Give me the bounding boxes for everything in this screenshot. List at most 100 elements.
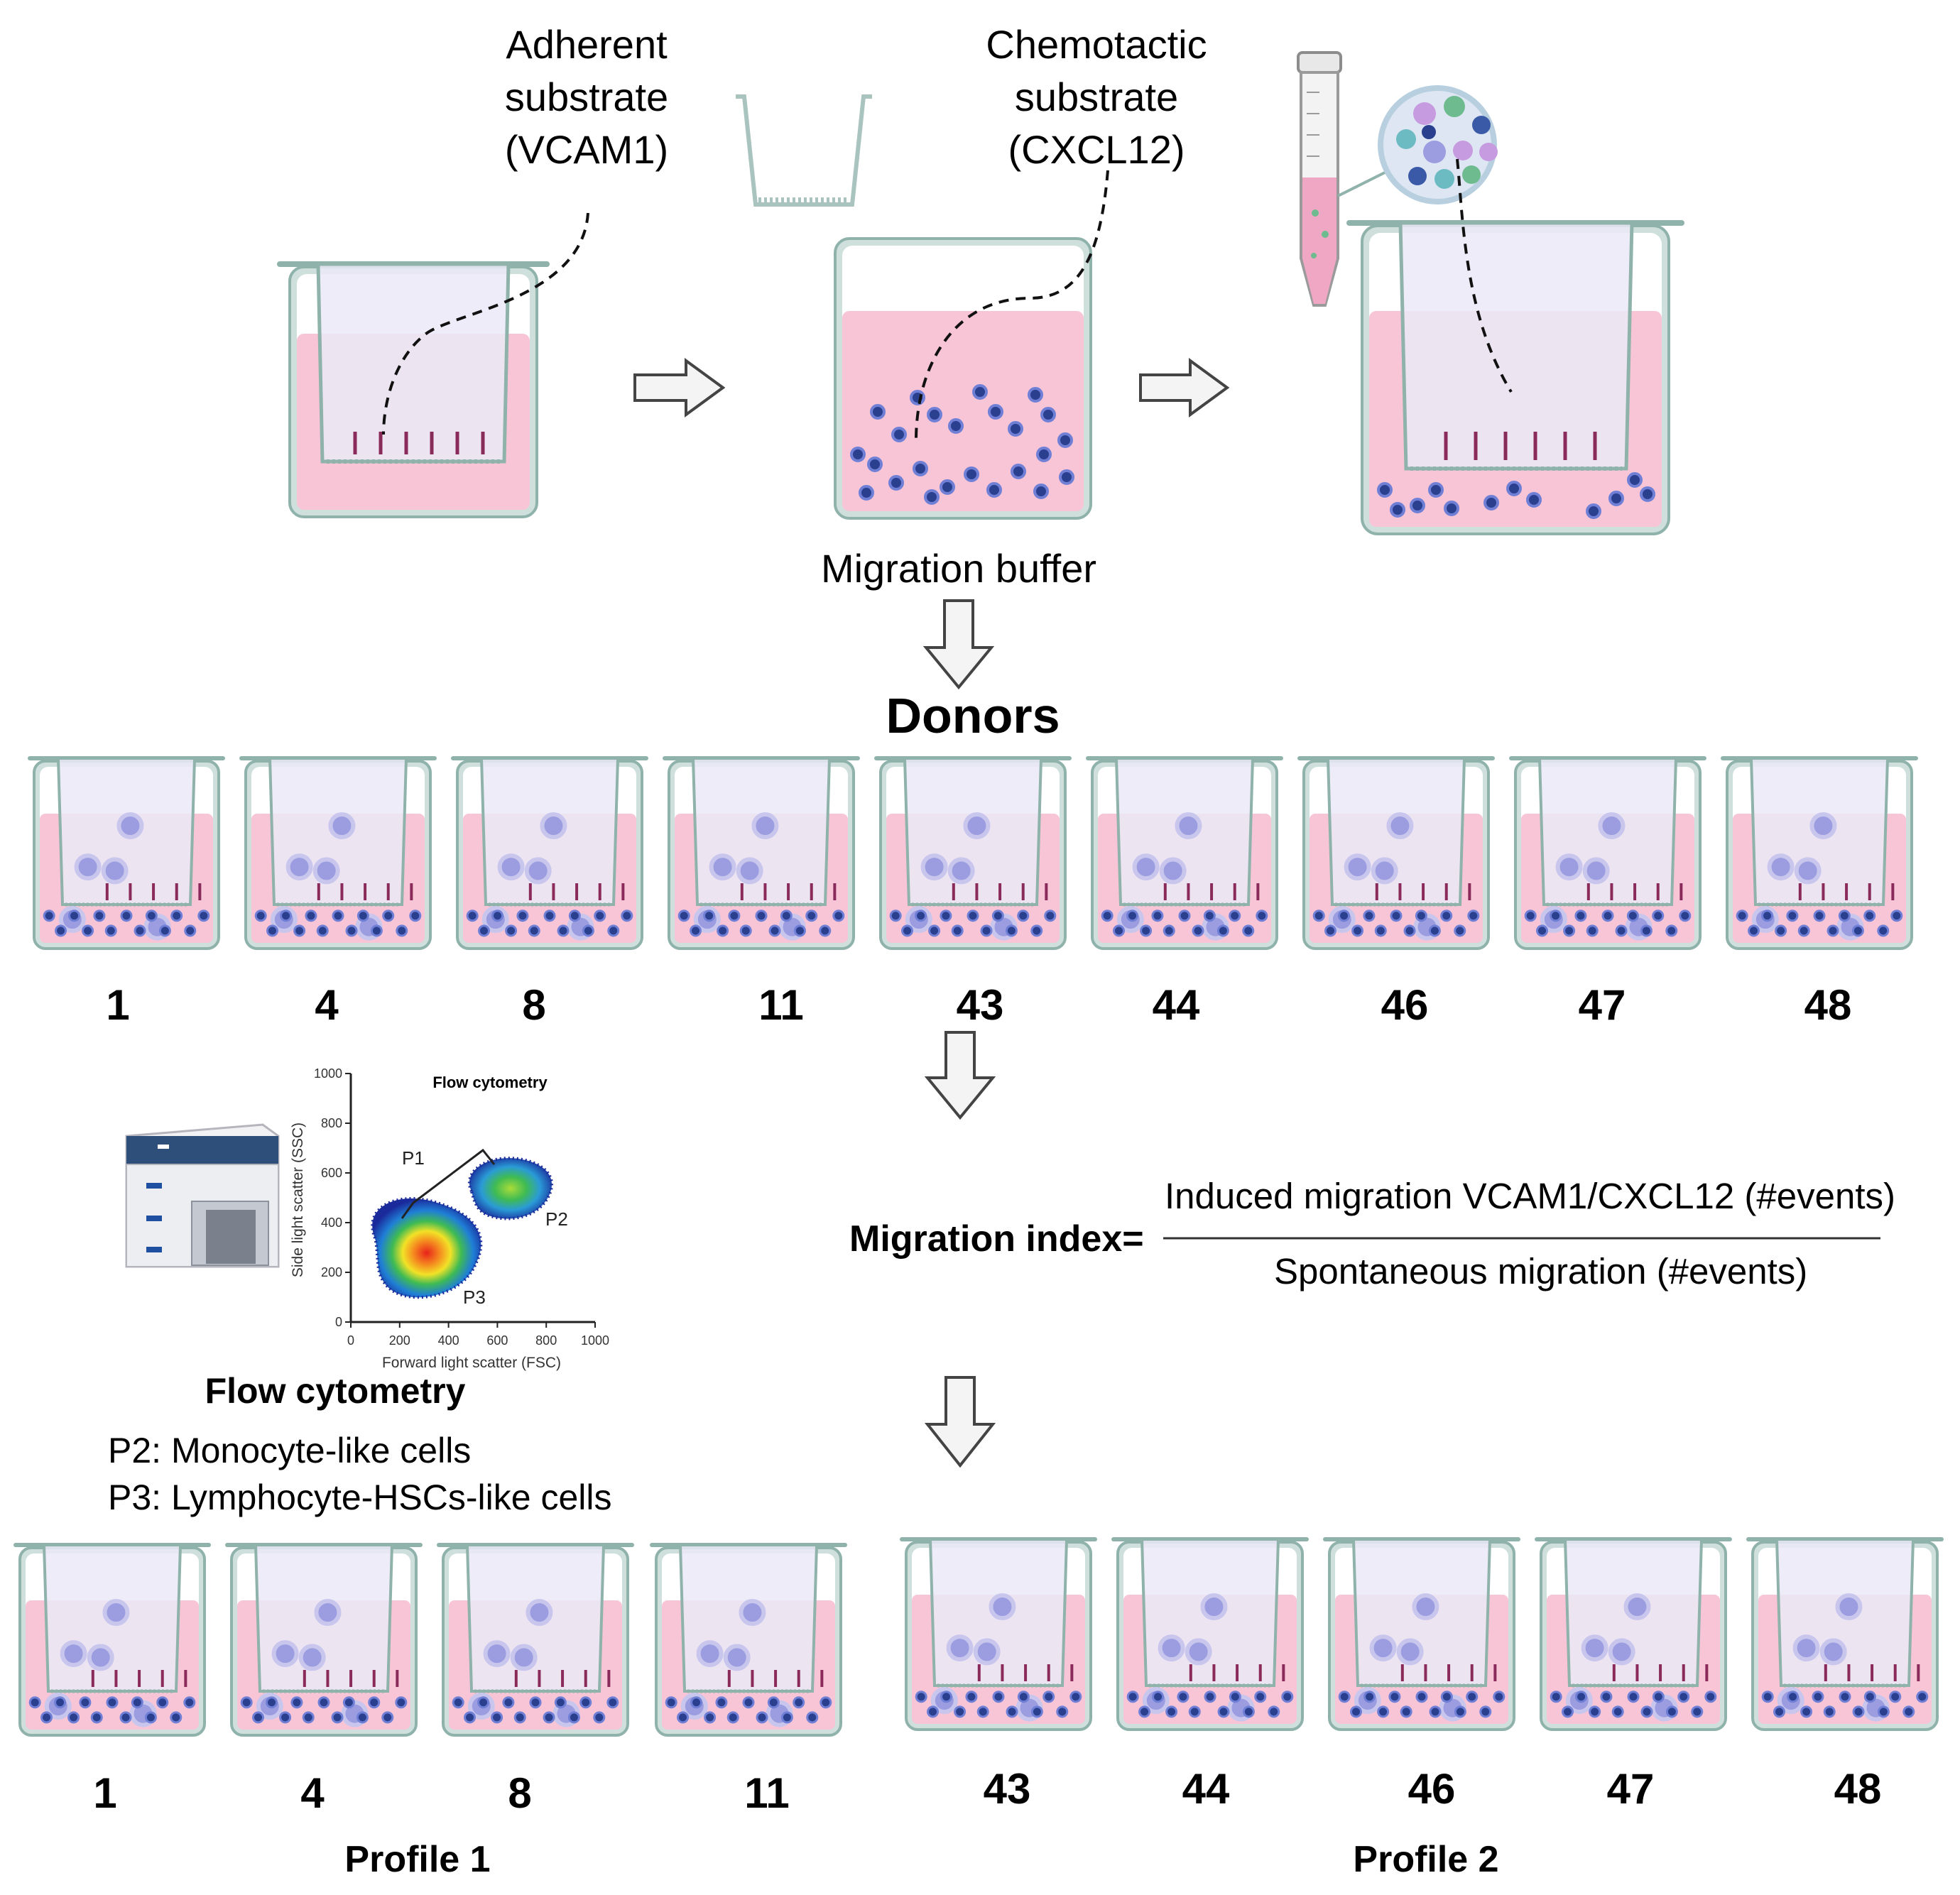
cell <box>1158 1634 1185 1662</box>
cell <box>1428 924 1441 937</box>
cell <box>1101 910 1114 922</box>
cell <box>1550 1691 1562 1703</box>
cell <box>1748 924 1760 937</box>
cell <box>1229 1691 1241 1703</box>
cell <box>483 1640 511 1668</box>
cell <box>1677 1691 1690 1703</box>
cell <box>1582 857 1610 885</box>
cell <box>951 924 964 937</box>
cell <box>144 1711 157 1724</box>
cell <box>1786 910 1799 922</box>
cell <box>1386 812 1414 840</box>
cell <box>67 1711 80 1724</box>
cell <box>1813 910 1826 922</box>
cell <box>606 1696 619 1709</box>
cell <box>965 1691 978 1703</box>
cell <box>1390 910 1403 922</box>
cell <box>1138 1705 1151 1718</box>
cell <box>1312 910 1325 922</box>
legend-p3: P3: Lymphocyte-HSCs-like cells <box>108 1478 611 1517</box>
cell <box>1809 812 1837 840</box>
cell <box>1351 924 1364 937</box>
donor-well: 1 <box>13 1543 211 1817</box>
cell <box>183 1696 196 1709</box>
formula-denominator: Spontaneous migration (#events) <box>1274 1251 1807 1291</box>
y-tick-label: 400 <box>321 1216 342 1230</box>
migration-index-formula: Migration index= Induced migration VCAM1… <box>849 1176 1895 1291</box>
cell <box>780 1711 793 1724</box>
cell <box>395 1696 408 1709</box>
cell <box>704 1711 717 1724</box>
donor-label: 48 <box>1804 981 1852 1029</box>
profile-1-label: Profile 1 <box>344 1839 490 1880</box>
cell <box>1562 1705 1574 1718</box>
cell <box>1005 924 1018 937</box>
cell <box>101 857 129 885</box>
cell <box>1890 910 1903 922</box>
donor-label: 46 <box>1408 1765 1456 1813</box>
donor-well: 48 <box>1721 756 1918 1029</box>
cell <box>134 924 146 937</box>
y-tick-label: 800 <box>321 1116 342 1130</box>
cell <box>298 1644 326 1671</box>
cell <box>280 910 293 922</box>
cell <box>742 1696 755 1709</box>
cell <box>1626 910 1639 922</box>
cell <box>356 910 369 922</box>
cell <box>529 1696 542 1709</box>
cell <box>1056 1705 1069 1718</box>
donor-label: 11 <box>758 981 803 1029</box>
cell <box>677 910 690 922</box>
cell <box>1574 910 1587 922</box>
cell <box>131 1696 143 1709</box>
cell <box>1217 1705 1230 1718</box>
cell <box>266 1696 278 1709</box>
cell <box>1363 1691 1376 1703</box>
cell <box>197 910 210 922</box>
donor-well: 8 <box>451 756 648 1029</box>
donor-well: 46 <box>1323 1537 1520 1813</box>
cell <box>991 910 1004 922</box>
cell <box>1006 1705 1018 1718</box>
cell <box>1704 1691 1717 1703</box>
cell <box>715 1696 728 1709</box>
x-tick-label: 0 <box>347 1333 354 1348</box>
cell <box>607 924 620 937</box>
gate-label-p3: P3 <box>463 1287 486 1308</box>
cell <box>594 910 606 922</box>
cell <box>1017 910 1030 922</box>
cell <box>1440 910 1453 922</box>
membrane-ticks <box>353 432 485 454</box>
donor-well: 44 <box>1086 756 1283 1029</box>
cell <box>104 924 117 937</box>
cell <box>1826 924 1839 937</box>
cell <box>723 1644 751 1671</box>
cell <box>1877 1705 1890 1718</box>
cell <box>1665 1705 1678 1718</box>
cell <box>1030 1705 1043 1718</box>
cell <box>1627 1691 1640 1703</box>
cell <box>68 910 81 922</box>
cell <box>1902 1705 1915 1718</box>
cell <box>1652 910 1665 922</box>
cell <box>554 1696 567 1709</box>
cell <box>1042 1691 1055 1703</box>
cell <box>1581 1634 1608 1662</box>
cell <box>621 910 633 922</box>
cell <box>1608 1638 1635 1666</box>
cell <box>755 910 768 922</box>
cell <box>954 1705 967 1718</box>
donor-label: 8 <box>508 1769 531 1817</box>
cell <box>302 1711 315 1724</box>
cell <box>1623 1593 1651 1621</box>
magnifier-cells-icon <box>1378 85 1498 204</box>
donor-well: 44 <box>1111 1537 1309 1813</box>
cell <box>593 1711 606 1724</box>
chemotactic-pointer-line <box>915 170 1109 441</box>
cell <box>477 1696 490 1709</box>
cell <box>940 910 952 922</box>
cell <box>184 924 197 937</box>
cell <box>1615 924 1628 937</box>
cell <box>524 857 552 885</box>
